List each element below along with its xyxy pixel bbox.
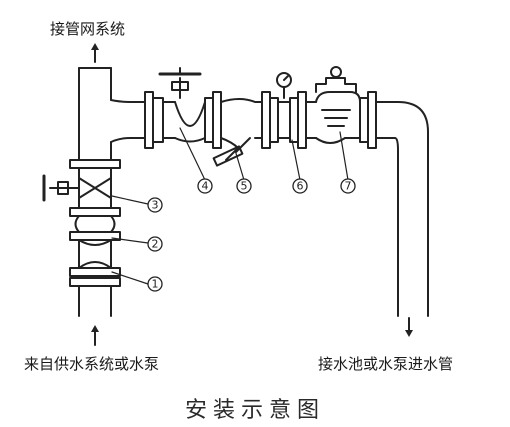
branch-tee bbox=[110, 99, 146, 143]
gate-valve-3 bbox=[42, 167, 112, 209]
callout-2-text: 2 bbox=[152, 238, 159, 251]
flange bbox=[69, 159, 121, 169]
callout-7-text: 7 bbox=[345, 180, 352, 193]
outlet-arrow bbox=[91, 43, 99, 63]
callout-2 bbox=[147, 236, 163, 252]
valve-4 bbox=[158, 67, 202, 99]
fitting-6 bbox=[261, 72, 307, 149]
diagram-title: 安装示意图 bbox=[184, 398, 325, 423]
callout-6 bbox=[292, 178, 308, 194]
callout-3 bbox=[147, 197, 163, 213]
flange bbox=[69, 277, 121, 287]
callout-6-text: 6 bbox=[297, 180, 304, 193]
callout-5-text: 5 bbox=[241, 180, 248, 193]
callout-5 bbox=[236, 178, 252, 194]
flange bbox=[69, 207, 121, 217]
flange bbox=[69, 231, 121, 241]
callout-7 bbox=[340, 178, 356, 194]
callout-4 bbox=[197, 178, 213, 194]
flange bbox=[69, 267, 121, 277]
callout-4-text: 4 bbox=[202, 180, 209, 193]
pool-arrow bbox=[405, 317, 413, 337]
outlet-label: 接管网系统 bbox=[50, 20, 126, 38]
callout-1-text: 1 bbox=[152, 278, 159, 291]
control-valve-7 bbox=[305, 66, 377, 149]
inlet-arrow bbox=[91, 325, 99, 346]
inlet-label: 来自供水系统或水泵 bbox=[24, 355, 160, 373]
callout-3-text: 3 bbox=[152, 199, 159, 212]
outlet-pipe-right bbox=[375, 101, 429, 317]
callout-1 bbox=[147, 276, 163, 292]
horizontal-pipe-left bbox=[144, 91, 222, 149]
check-valve-2 bbox=[74, 215, 116, 269]
strainer-5 bbox=[212, 98, 263, 167]
riser-pipe bbox=[78, 67, 112, 317]
pool-pipe-label: 接水池或水泵进水管 bbox=[318, 355, 454, 373]
